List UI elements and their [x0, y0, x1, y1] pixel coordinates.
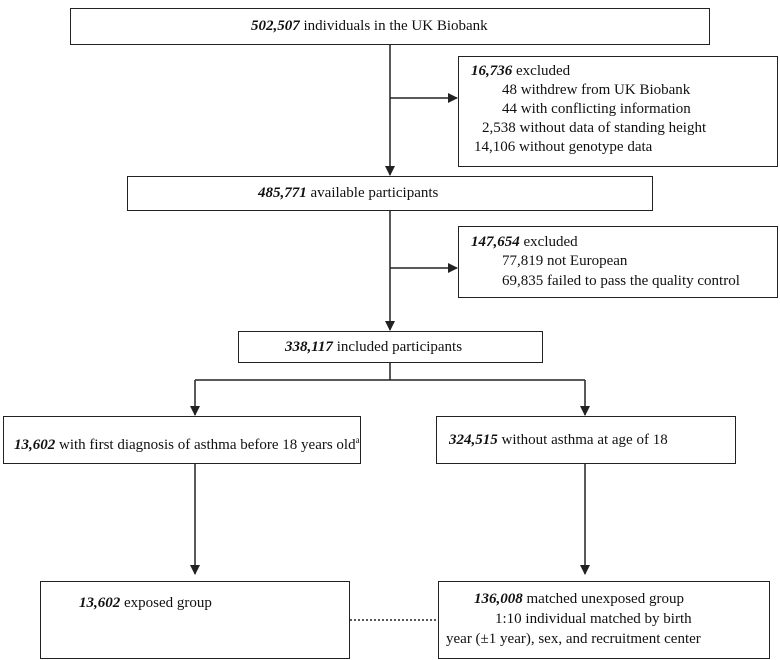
- no-asthma-label: without asthma at age of 18: [497, 432, 668, 448]
- exclusion-2-count: 147,654: [471, 234, 520, 250]
- box-exclusion-2: 147,654 excluded 77,819 not European 69,…: [458, 226, 778, 298]
- asthma-label: with first diagnosis of asthma before 18…: [55, 437, 356, 453]
- available-count: 485,771: [258, 185, 307, 201]
- matching-criteria-line: year (±1 year), sex, and recruitment cen…: [446, 631, 701, 647]
- box-available-participants: 485,771 available participants: [127, 176, 653, 211]
- included-label: included participants: [332, 339, 463, 355]
- box-included-participants: 338,117 included participants: [238, 331, 543, 363]
- exclusion-1-item: 44 with conflicting information: [502, 101, 691, 117]
- exposed-label: exposed group: [120, 595, 212, 611]
- box-exposed-group: 13,602 exposed group: [40, 581, 350, 659]
- exclusion-2-item: 69,835 failed to pass the quality contro…: [502, 273, 740, 289]
- exclusion-1-item: 48 withdrew from UK Biobank: [502, 82, 691, 98]
- exclusion-1-item: 14,106 without genotype data: [474, 139, 653, 155]
- box-no-asthma-group: 324,515 without asthma at age of 18: [436, 416, 736, 464]
- included-count: 338,117: [285, 339, 333, 355]
- exclusion-2-item: 77,819 not European: [502, 253, 628, 269]
- no-asthma-count: 324,515: [449, 432, 498, 448]
- total-label: individuals in the UK Biobank: [299, 18, 488, 34]
- box-uk-biobank-total: 502,507 individuals in the UK Biobank: [70, 8, 710, 45]
- asthma-count: 13,602: [14, 437, 56, 453]
- box-asthma-group: 13,602 with first diagnosis of asthma be…: [3, 416, 361, 464]
- footnote-marker: a: [355, 435, 360, 445]
- unexposed-label: matched unexposed group: [522, 591, 684, 607]
- total-count: 502,507: [251, 18, 300, 34]
- exclusion-2-label: excluded: [519, 234, 578, 250]
- matching-criteria-line: 1:10 individual matched by birth: [495, 611, 692, 627]
- box-exclusion-1: 16,736 excluded 48 withdrew from UK Biob…: [458, 56, 778, 167]
- available-label: available participants: [306, 185, 439, 201]
- exposed-count: 13,602: [79, 595, 121, 611]
- exclusion-1-label: excluded: [512, 63, 571, 79]
- box-unexposed-group: 136,008 matched unexposed group 1:10 ind…: [438, 581, 770, 659]
- unexposed-count: 136,008: [474, 591, 523, 607]
- exclusion-1-count: 16,736: [471, 63, 513, 79]
- exclusion-1-item: 2,538 without data of standing height: [482, 120, 707, 136]
